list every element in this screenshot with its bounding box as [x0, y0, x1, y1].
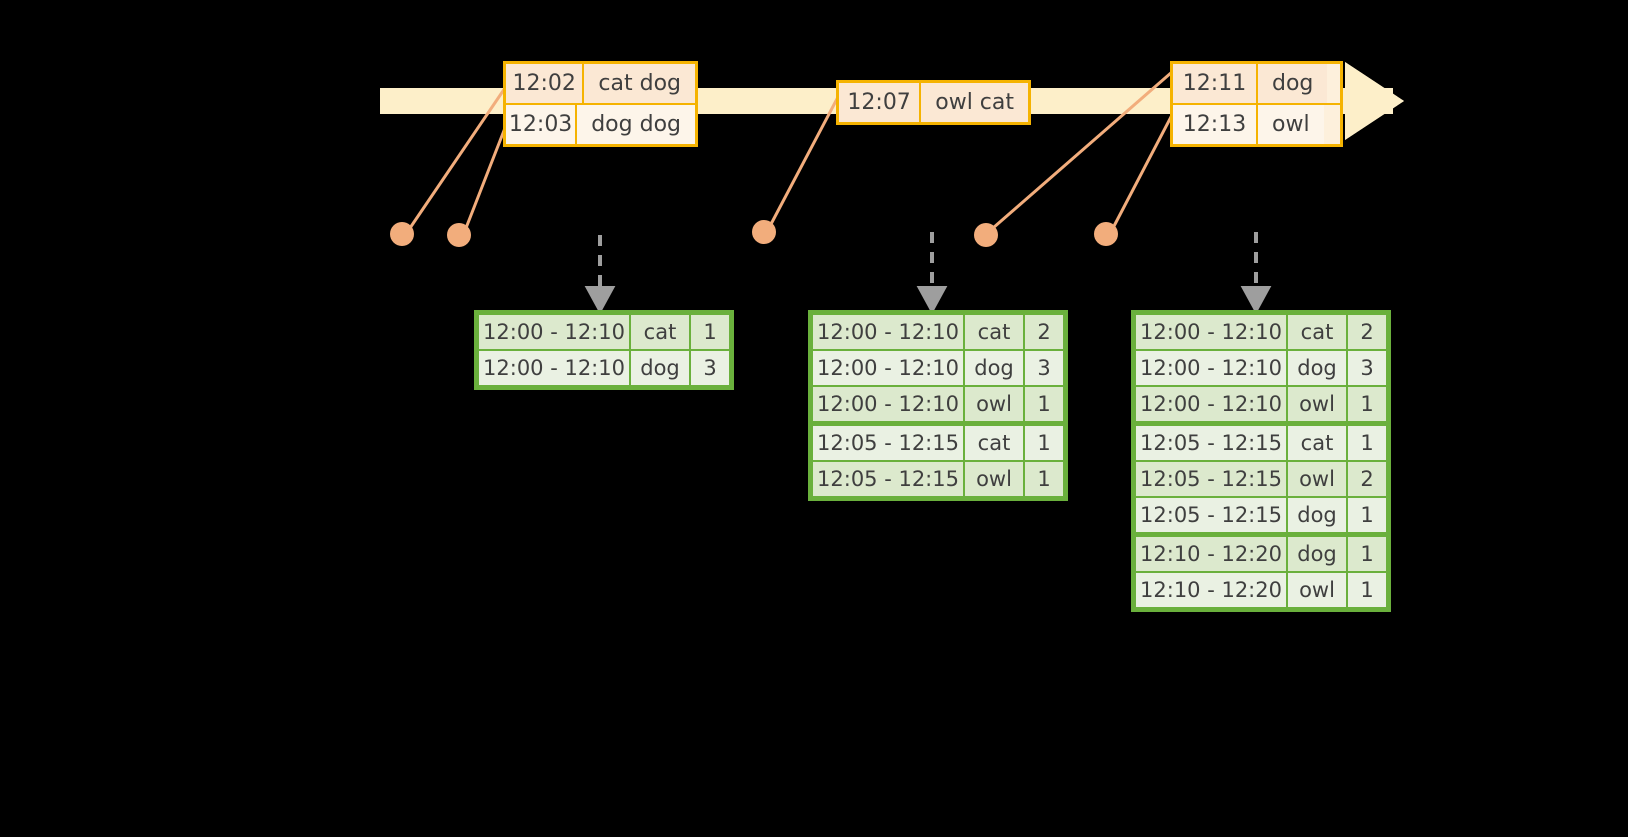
- cell-word: owl: [1288, 462, 1346, 496]
- cell-window: 12:00 - 12:10: [813, 315, 963, 349]
- cell-word: dog: [631, 351, 689, 385]
- event-time: 12:13: [1173, 105, 1258, 144]
- event-row[interactable]: 12:11 dog: [1173, 64, 1340, 103]
- cell-count: 1: [1025, 387, 1063, 421]
- cell-count: 3: [1025, 351, 1063, 385]
- event-marker-3[interactable]: [752, 220, 776, 244]
- cell-count: 2: [1348, 315, 1386, 349]
- cell-word: cat: [1288, 315, 1346, 349]
- cell-count: 2: [1348, 462, 1386, 496]
- event-payload: owl cat: [921, 83, 1028, 122]
- cell-window: 12:00 - 12:10: [479, 351, 629, 385]
- event-marker-2[interactable]: [447, 223, 471, 247]
- cell-word: owl: [965, 387, 1023, 421]
- cell-window: 12:10 - 12:20: [1136, 573, 1286, 607]
- cell-window: 12:00 - 12:10: [479, 315, 629, 349]
- cell-window: 12:00 - 12:10: [1136, 351, 1286, 385]
- event-row[interactable]: 12:07 owl cat: [839, 83, 1028, 122]
- cell-word: dog: [1288, 498, 1346, 532]
- cell-word: dog: [1288, 351, 1346, 385]
- event-time: 12:07: [839, 83, 922, 122]
- cell-count: 1: [1025, 462, 1063, 496]
- event-row[interactable]: 12:03 dog dog: [506, 103, 695, 144]
- cell-window: 12:05 - 12:15: [1136, 498, 1286, 532]
- event-payload: dog dog: [577, 105, 695, 144]
- cell-count: 3: [1348, 351, 1386, 385]
- cell-count: 2: [1025, 315, 1063, 349]
- cell-count: 3: [691, 351, 729, 385]
- cell-word: cat: [1288, 426, 1346, 460]
- event-group-1[interactable]: 12:02 cat dog 12:03 dog dog: [503, 61, 698, 147]
- cell-window: 12:00 - 12:10: [813, 351, 963, 385]
- window-group-divider: [1135, 422, 1387, 425]
- event-payload: cat dog: [584, 64, 695, 103]
- cell-window: 12:05 - 12:15: [813, 426, 963, 460]
- event-time: 12:03: [506, 105, 578, 144]
- event-time: 12:11: [1173, 64, 1258, 103]
- cell-count: 1: [1348, 537, 1386, 571]
- cell-window: 12:10 - 12:20: [1136, 537, 1286, 571]
- window-group-divider: [812, 422, 1064, 425]
- event-time: 12:02: [506, 64, 585, 103]
- cell-word: cat: [965, 426, 1023, 460]
- cell-word: owl: [1288, 573, 1346, 607]
- event-payload: dog: [1258, 64, 1328, 103]
- cell-count: 1: [1348, 498, 1386, 532]
- cell-window: 12:05 - 12:15: [813, 462, 963, 496]
- flow-arrows: [584, 232, 1272, 315]
- window-group-divider: [1135, 533, 1387, 536]
- cell-window: 12:00 - 12:10: [813, 387, 963, 421]
- cell-window: 12:05 - 12:15: [1136, 462, 1286, 496]
- cell-count: 1: [1025, 426, 1063, 460]
- event-group-3[interactable]: 12:11 dog 12:13 owl: [1170, 61, 1343, 147]
- cell-word: cat: [965, 315, 1023, 349]
- cell-word: owl: [1288, 387, 1346, 421]
- cell-window: 12:05 - 12:15: [1136, 426, 1286, 460]
- event-row[interactable]: 12:02 cat dog: [506, 64, 695, 103]
- event-group-2[interactable]: 12:07 owl cat: [836, 80, 1031, 125]
- event-marker-1[interactable]: [390, 222, 414, 246]
- event-row[interactable]: 12:13 owl: [1173, 103, 1340, 144]
- event-payload: owl: [1258, 105, 1324, 144]
- cell-window: 12:00 - 12:10: [1136, 315, 1286, 349]
- cell-window: 12:00 - 12:10: [1136, 387, 1286, 421]
- cell-word: dog: [965, 351, 1023, 385]
- cell-word: dog: [1288, 537, 1346, 571]
- event-marker-5[interactable]: [1094, 222, 1118, 246]
- cell-count: 1: [1348, 387, 1386, 421]
- cell-word: owl: [965, 462, 1023, 496]
- cell-count: 1: [1348, 426, 1386, 460]
- cell-count: 1: [691, 315, 729, 349]
- cell-word: cat: [631, 315, 689, 349]
- event-marker-4[interactable]: [974, 223, 998, 247]
- cell-count: 1: [1348, 573, 1386, 607]
